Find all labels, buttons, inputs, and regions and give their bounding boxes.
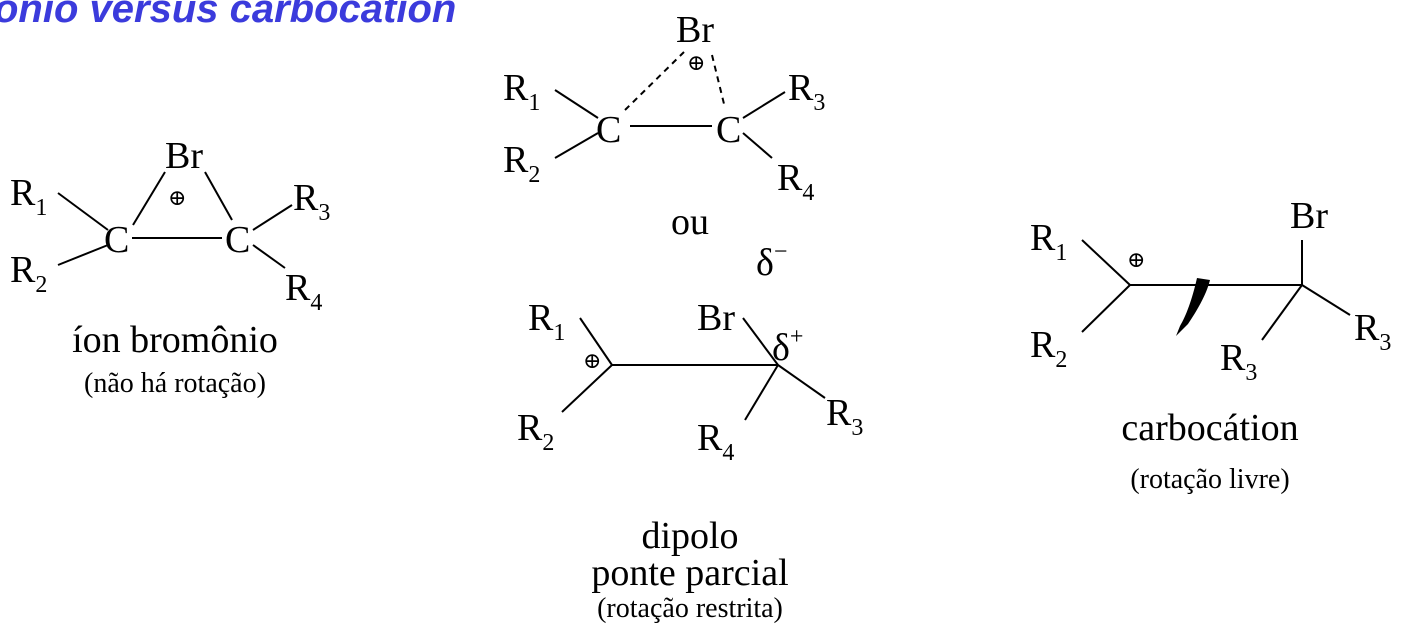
atom-r4: R4: [285, 267, 322, 316]
carbocation-structure: R1 ⊕ Br R2 R3 R3 carbocátion (rotação li…: [1030, 195, 1391, 495]
page-title: ônio versus carbocátion: [0, 0, 456, 31]
caption-bromonium: íon bromônio: [72, 319, 278, 361]
atom-br: Br: [676, 9, 714, 51]
bond-r2-c: [561, 364, 613, 413]
atom-r4: R4: [777, 157, 814, 206]
atom-r1: R1: [1030, 217, 1067, 266]
atom-c-left: C: [596, 109, 621, 151]
bond-c-r4: [742, 132, 773, 159]
atom-c-right: C: [225, 219, 250, 261]
atom-r2: R2: [1030, 324, 1067, 373]
atom-r3-right: R3: [1354, 307, 1391, 356]
caption-carbocation: carbocátion: [1121, 407, 1298, 449]
bond-c-br: [742, 317, 779, 366]
atom-br: Br: [165, 135, 203, 177]
bond-c-r3: [742, 91, 786, 119]
caption-carbocation-note: (rotação livre): [1130, 464, 1289, 495]
partial-bond-c-br-right: [711, 54, 726, 109]
atom-br: Br: [1290, 195, 1328, 237]
positive-charge: ⊕: [687, 50, 705, 75]
bond-r1-c: [554, 89, 599, 119]
positive-charge: ⊕: [168, 185, 186, 210]
caption-dipole-note: (rotação restrita): [597, 593, 783, 624]
atom-br: Br: [697, 297, 735, 339]
caption-bromonium-note: (não há rotação): [84, 368, 266, 399]
bond-c-r3: [252, 204, 293, 231]
dipole-structure: R1 ⊕ Br δ− δ+ R2 R4 R3 dipolo ponte parc…: [517, 239, 863, 624]
positive-charge: ⊕: [583, 348, 601, 373]
partial-negative-charge: δ−: [756, 239, 787, 284]
bond-c-br-right: [204, 171, 233, 221]
bond-c-r3-right: [1301, 284, 1351, 316]
atom-r2: R2: [517, 407, 554, 456]
atom-r3: R3: [826, 392, 863, 441]
atom-c-right: C: [716, 109, 741, 151]
atom-r4: R4: [697, 417, 734, 466]
atom-r1: R1: [503, 67, 540, 116]
bridged-structure: Br ⊕ R1 C C R3 R2 R4 ou: [503, 9, 825, 243]
bond-r2-c: [1081, 284, 1131, 333]
bond-r1-c: [579, 317, 613, 366]
atom-c-left: C: [104, 219, 129, 261]
bond-c-r3-down: [1261, 284, 1303, 341]
positive-charge: ⊕: [1127, 247, 1145, 272]
partial-bond-c-br-left: [624, 51, 685, 111]
bromonium-structure: Br ⊕ R1 C C R3 R2 R4 íon bromônio (não h…: [10, 135, 330, 399]
atom-r1: R1: [10, 172, 47, 221]
partial-positive-charge: δ+: [772, 324, 803, 369]
atom-r1: R1: [528, 297, 565, 346]
atom-r2: R2: [503, 139, 540, 188]
bond-c-r3: [777, 364, 826, 399]
bond-r1-c: [1081, 239, 1131, 286]
bond-r2-c: [57, 244, 109, 266]
caption-or: ou: [671, 201, 709, 243]
atom-r3: R3: [293, 177, 330, 226]
bond-c-r4: [252, 244, 286, 269]
rotation-arrow-icon: [1176, 278, 1210, 336]
atom-r3: R3: [788, 67, 825, 116]
caption-dipole: dipolo: [641, 515, 738, 557]
bond-c-br-left: [132, 171, 166, 226]
atom-r3-down: R3: [1220, 337, 1257, 386]
caption-partial-bridge: ponte parcial: [591, 552, 788, 594]
atom-r2: R2: [10, 249, 47, 298]
bond-c-r4: [744, 364, 779, 421]
bond-r1-c: [57, 192, 109, 231]
bond-r2-c: [554, 132, 599, 159]
